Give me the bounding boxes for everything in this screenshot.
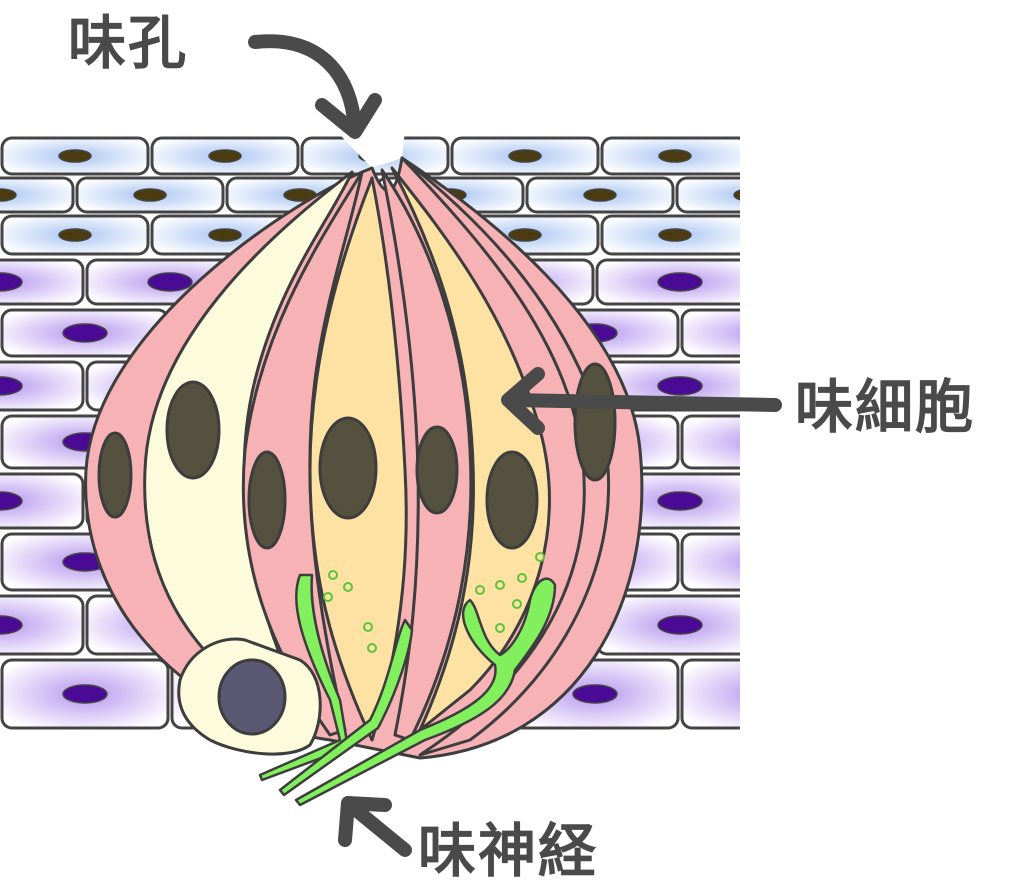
epithelial-nucleus	[572, 684, 618, 704]
epithelial-nucleus	[208, 149, 242, 163]
epithelial-nucleus	[743, 433, 787, 451]
epithelial-cell	[680, 308, 740, 358]
epithelial-cell	[300, 136, 450, 176]
epithelial-nucleus	[147, 272, 193, 292]
epithelial-nucleus	[743, 685, 787, 703]
epithelial-nucleus	[508, 228, 542, 242]
epithelial-cell	[680, 414, 740, 470]
epithelial-nucleus	[657, 491, 703, 511]
epithelial-nucleus	[657, 615, 703, 635]
epithelial-cell	[0, 176, 75, 214]
taste-pore-label: 味孔	[68, 9, 189, 77]
epithelial-cell	[0, 360, 85, 412]
basal-cell-nucleus	[217, 658, 287, 736]
epithelial-cell	[680, 658, 740, 730]
epithelial-nucleus	[733, 188, 740, 202]
epithelial-cell	[0, 594, 85, 656]
taste-cell-label: 味細胞	[795, 373, 976, 441]
epithelial-nucleus	[508, 149, 542, 163]
epithelial-nucleus	[657, 376, 703, 396]
taste-bud	[84, 156, 644, 807]
epithelial-nucleus	[658, 149, 692, 163]
taste-nerve-label: 味神経	[418, 817, 599, 885]
epithelial-nucleus	[0, 272, 23, 292]
epithelial-nucleus	[0, 491, 23, 511]
taste-pore-arrow	[248, 34, 362, 137]
epithelial-nucleus	[208, 228, 242, 242]
taste-nerve-arrow	[343, 798, 412, 857]
taste-nerve-arrowhead	[338, 796, 392, 847]
epithelial-nucleus	[58, 149, 92, 163]
label-arrows	[248, 34, 782, 857]
epithelial-cell	[680, 532, 740, 592]
epithelial-nucleus	[657, 272, 703, 292]
synaptic-vesicles	[323, 552, 545, 653]
epithelial-nucleus	[62, 323, 108, 343]
taste-cell-arrowhead	[501, 367, 545, 435]
epithelial-nucleus	[58, 228, 92, 242]
epithelial-nucleus	[0, 615, 23, 635]
taste-cell-arrow	[503, 393, 782, 412]
epithelial-nucleus	[0, 376, 23, 396]
epithelial-nucleus	[0, 188, 17, 202]
epithelial-nucleus	[658, 228, 692, 242]
cell-nuclei	[97, 362, 617, 550]
epithelial-nucleus	[743, 324, 787, 342]
epithelial-nucleus	[62, 684, 108, 704]
supporting-cell-inner-left	[241, 170, 364, 737]
epithelial-cell	[0, 472, 85, 530]
taste-pore-arrowhead	[315, 93, 382, 139]
supporting-cell-right	[400, 156, 611, 757]
epithelial-cell	[0, 258, 85, 306]
taste-nerve-fibers	[258, 573, 557, 807]
taste-cell-yellow-right	[390, 166, 551, 732]
epithelial-nucleus	[133, 188, 167, 202]
epithelial-nucleus	[743, 553, 787, 571]
epithelial-cell	[675, 176, 740, 214]
epithelial-nucleus	[583, 188, 617, 202]
epithelial-nucleus	[358, 149, 392, 163]
